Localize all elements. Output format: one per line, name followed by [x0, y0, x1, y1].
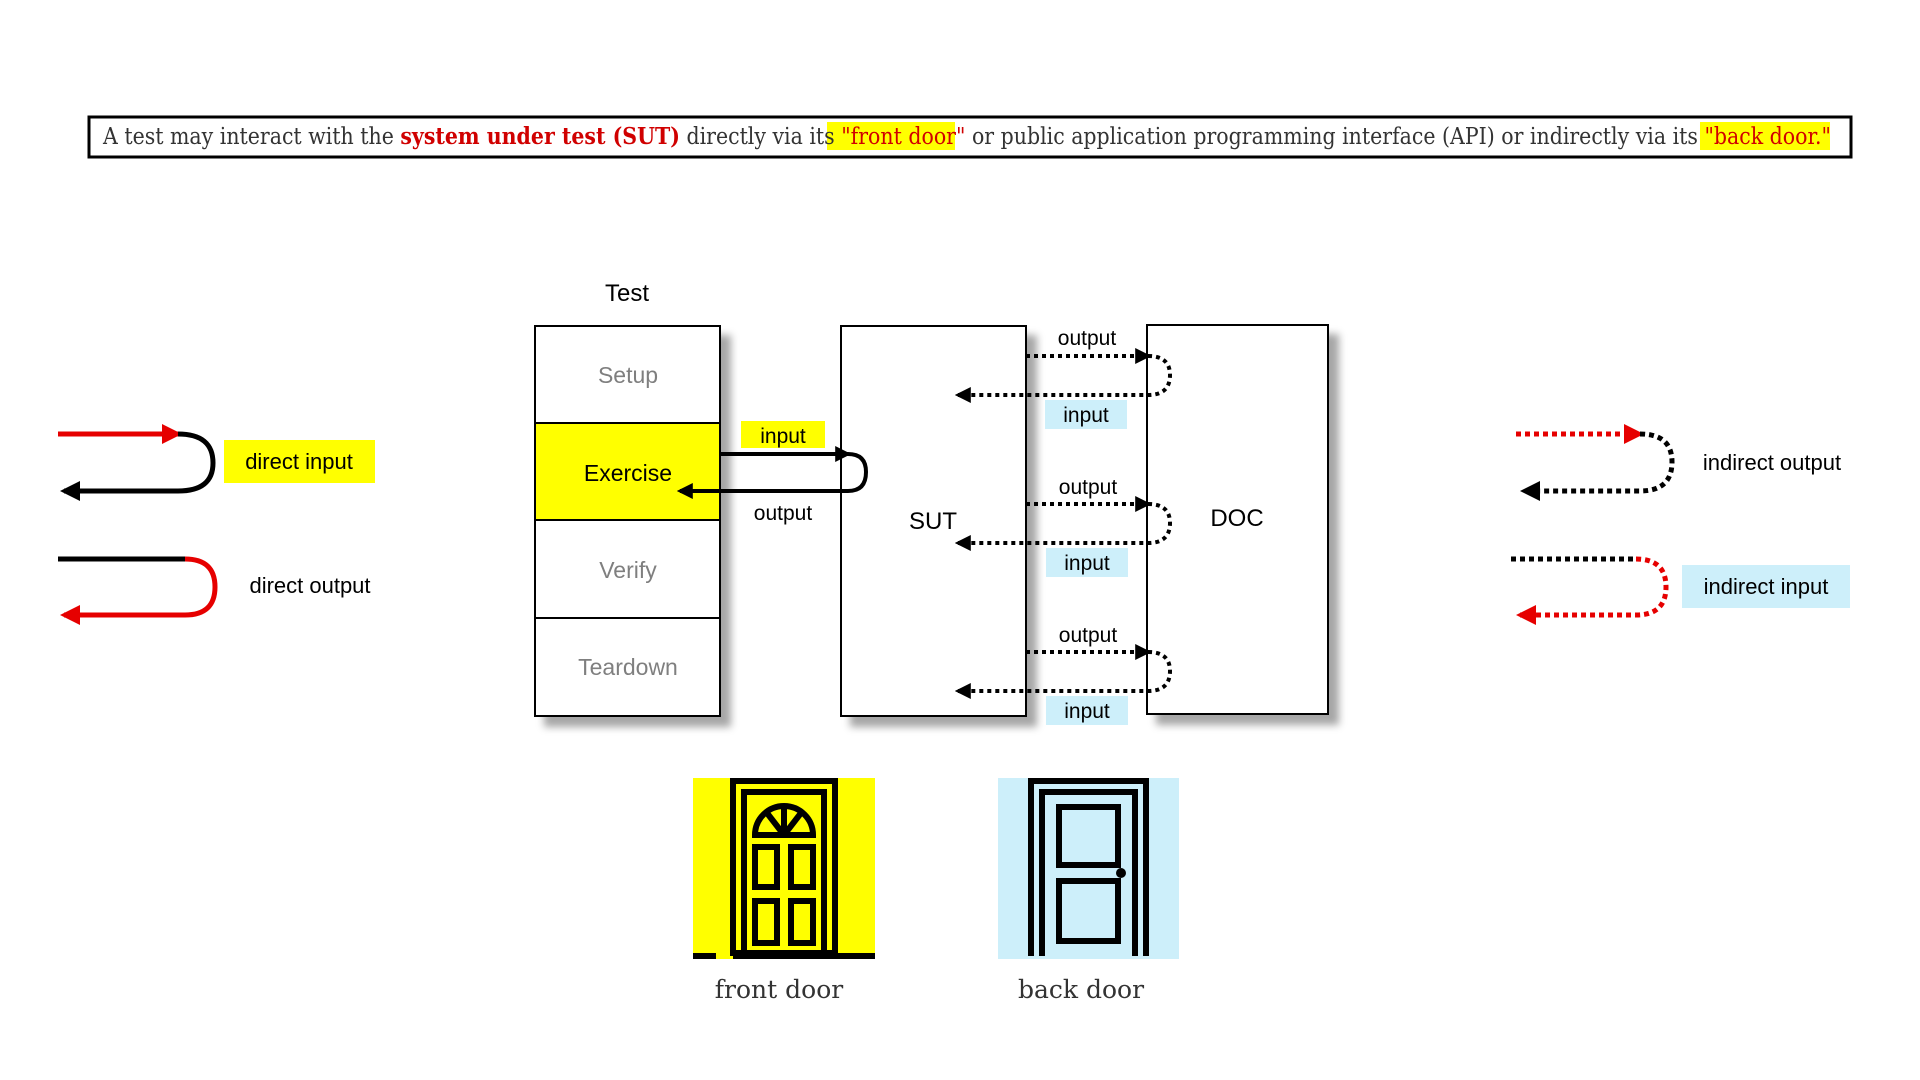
direct-input-label-bg — [741, 421, 825, 448]
legend-direct-output-label: direct output — [249, 573, 370, 598]
legend-direct-output: direct output — [58, 556, 371, 625]
sut-label: SUT — [909, 508, 957, 535]
back-door-highlight — [1700, 122, 1830, 150]
legend-indirect-output-return — [1520, 431, 1675, 501]
phase-teardown: Teardown — [578, 654, 678, 680]
indirect-output-label-2: output — [1059, 476, 1118, 499]
back-door-label: back door — [1018, 975, 1144, 1004]
indirect-input-label-1: input — [1063, 404, 1109, 427]
legend-indirect-input-label: indirect input — [1704, 574, 1829, 599]
indirect-loop-1: output input — [954, 327, 1173, 429]
direct-arrows: input output — [676, 421, 869, 525]
front-door-label: front door — [715, 975, 843, 1004]
legend-indirect-input-return — [1516, 556, 1669, 625]
indirect-loop-3: output input — [954, 624, 1173, 725]
caption-back-door: "back door." — [1704, 124, 1831, 150]
legend-direct-input-return — [60, 431, 216, 501]
indirect-input-label-2: input — [1064, 552, 1110, 575]
direct-output-label: output — [754, 502, 813, 525]
test-title: Test — [605, 280, 649, 307]
legend-direct-input-label: direct input — [245, 449, 353, 474]
front-door-icon — [693, 778, 875, 959]
caption-text: A test may interact with the system unde… — [102, 123, 1831, 150]
legend-indirect-output: indirect output — [1516, 424, 1841, 501]
caption-front-door: "front door" — [841, 124, 965, 150]
doc-box — [1146, 324, 1329, 715]
legend-direct-input: direct input — [58, 424, 375, 501]
front-door-highlight — [827, 122, 955, 150]
indirect-output-label-1: output — [1058, 327, 1117, 350]
indirect-input-label-3: input — [1064, 700, 1110, 723]
phase-setup: Setup — [598, 362, 658, 388]
indirect-loop-2: output input — [954, 476, 1173, 577]
legend-indirect-output-label: indirect output — [1703, 450, 1841, 475]
direct-input-label: input — [760, 425, 806, 448]
caption-box: A test may interact with the system unde… — [87, 115, 1853, 159]
caption-sut-term: system under test (SUT) — [400, 123, 680, 150]
direct-arrow-path — [676, 452, 869, 499]
phase-exercise: Exercise — [584, 460, 672, 486]
back-door-icon — [998, 778, 1179, 959]
phase-verify: Verify — [599, 557, 657, 583]
legend-indirect-input: indirect input — [1511, 556, 1850, 625]
sut-box — [840, 325, 1027, 717]
exercise-highlight — [536, 423, 719, 520]
doc-label: DOC — [1210, 505, 1263, 532]
legend-direct-output-return — [60, 556, 218, 625]
indirect-output-label-3: output — [1059, 624, 1118, 647]
